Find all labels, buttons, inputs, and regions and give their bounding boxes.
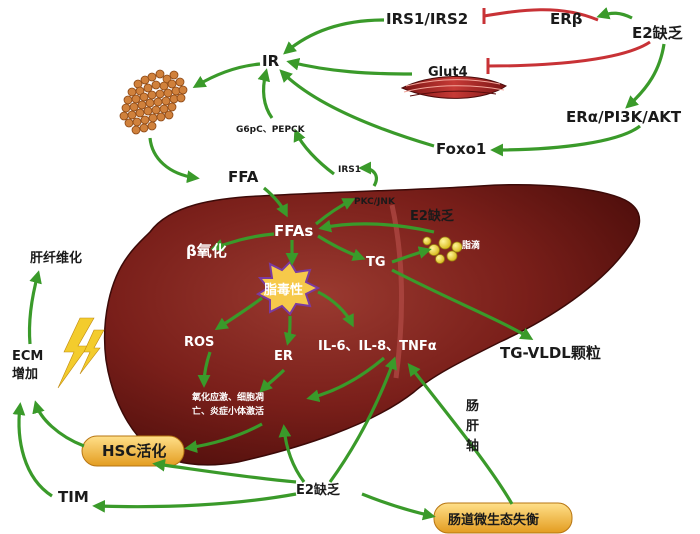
arrow-lipo-ros — [214, 296, 263, 331]
label-e2-deficiency-top: E2缺乏 — [632, 24, 683, 42]
arrow-tg-droplet — [391, 246, 432, 264]
label-hsc-activation: HSC活化 — [102, 442, 166, 460]
arrow-irs-ir — [283, 18, 385, 55]
label-gut-dysbiosis: 肠道微生态失衡 — [448, 512, 539, 528]
arrow-adipose-ffa — [148, 137, 200, 184]
label-ffa: FFA — [228, 168, 259, 186]
arrow-tim-ecm — [12, 402, 53, 498]
arrow-ros-stress — [197, 351, 212, 388]
arrow-foxo1-ir — [279, 69, 435, 148]
muscle-fiber-icon — [400, 75, 507, 99]
arrow-pkc-irs1 — [358, 161, 378, 187]
label-beta-oxidation: β氧化 — [186, 242, 227, 260]
label-fibrosis: 肝纤维化 — [30, 250, 82, 266]
arrow-ffas-tg — [317, 234, 366, 261]
arrow-ir-adipose — [192, 62, 261, 88]
lightning-icon — [57, 317, 105, 389]
label-axis-2: 肝 — [466, 419, 479, 434]
arrow-gut-liver — [407, 362, 514, 505]
label-tg-vldl: TG-VLDL颗粒 — [500, 344, 601, 362]
label-ecm-line1: ECM — [12, 349, 43, 364]
arrow-e2-cytokines — [328, 356, 397, 483]
arrow-e2-stress — [278, 424, 306, 483]
arrow-lipo-cytokines — [317, 290, 354, 328]
label-ir: IR — [262, 52, 280, 70]
label-stress-line1: 氧化应激、细胞凋 — [191, 391, 264, 403]
label-foxo1: Foxo1 — [436, 140, 486, 158]
label-er-stress: ER — [274, 349, 293, 364]
arrow-glut4-ir — [286, 57, 413, 76]
arrow-e2-eralpha — [625, 43, 666, 109]
label-e2-deficiency-bottom: E2缺乏 — [296, 482, 340, 498]
hsc-activation-pill — [81, 435, 185, 467]
adipocyte-cluster-icon — [119, 69, 188, 135]
label-irs1-irs2: IRS1/IRS2 — [386, 10, 468, 28]
inhibit-e2-glut4 — [487, 40, 651, 68]
label-glut4: Glut4 — [428, 65, 468, 80]
label-axis-1: 肠 — [466, 399, 479, 414]
arrow-er-stress — [259, 368, 286, 393]
label-cytokines: IL-6、IL-8、TNFα — [318, 339, 437, 354]
arrow-e2-ffas — [318, 219, 435, 234]
liver-shape — [103, 184, 641, 466]
arrows — [12, 7, 666, 521]
label-axis-3: 轴 — [466, 438, 479, 454]
arrow-g6pc-ir — [257, 68, 274, 119]
inhibit-erbeta-irs — [483, 8, 599, 22]
label-g6pc-pepck: G6pC、PEPCK — [236, 125, 306, 135]
arrow-irs1-g6pc — [293, 128, 335, 176]
arrow-hsc-ecm — [32, 400, 85, 448]
arrow-e2-hsc — [152, 458, 297, 484]
arrow-e2-gut — [361, 492, 436, 521]
arrow-ffa-ffas — [262, 186, 288, 218]
arrow-tg-vldl — [391, 268, 534, 340]
lipotoxicity-star — [255, 260, 321, 316]
label-er-beta: ERβ — [550, 10, 583, 28]
arrow-lipo-er — [283, 315, 297, 346]
label-e2-deficiency-liver: E2缺乏 — [410, 208, 454, 224]
label-lipotoxicity: 脂毒性 — [263, 282, 303, 298]
arrow-ffas-beta-oxidation — [210, 232, 275, 252]
label-pkc-jnk: PKC/JNK — [354, 197, 396, 207]
label-tim: TIM — [58, 488, 89, 506]
label-stress-line2: 亡、炎症小体激活 — [192, 405, 264, 417]
label-eralpha-pi3k-akt: ERα/PI3K/AKT — [566, 108, 682, 126]
arrow-stress-hsc — [184, 422, 263, 453]
arrow-e2-erbeta — [596, 7, 633, 20]
label-lipid-droplet: 脂滴 — [461, 239, 480, 251]
label-ecm-line2: 增加 — [12, 366, 38, 382]
arrow-cytokines-stress — [306, 356, 386, 403]
label-irs1: IRS1 — [338, 165, 361, 175]
label-ffas: FFAs — [274, 222, 313, 240]
arrow-e2-tim — [92, 492, 297, 513]
label-tg: TG — [366, 255, 386, 270]
arrow-eralpha-foxo1 — [490, 124, 641, 157]
label-ros: ROS — [184, 335, 214, 350]
arrow-ecm-fibrosis — [27, 270, 42, 345]
